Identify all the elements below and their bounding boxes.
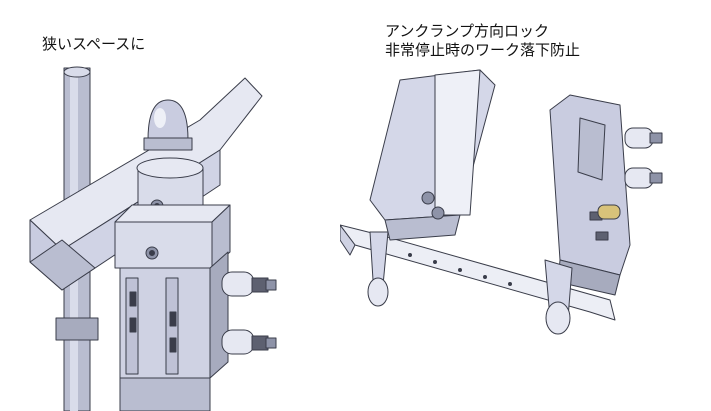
left-clamp-illustration xyxy=(29,66,277,411)
right-clamp xyxy=(544,94,631,335)
dome-cap xyxy=(143,99,193,151)
cylinder-body xyxy=(119,251,229,411)
left-caption: 狭いスペースに xyxy=(42,35,146,53)
right-caption: アンクランプ方向ロック 非常停止時のワーク落下防止 xyxy=(385,22,580,60)
brass-fitting xyxy=(597,204,621,220)
left-clamp xyxy=(367,69,496,307)
right-caption-line1: アンクランプ方向ロック xyxy=(385,22,549,40)
air-fitting-right-2 xyxy=(624,167,663,189)
right-clamp-illustration xyxy=(340,69,663,335)
mounting-block xyxy=(114,204,231,269)
air-fitting-right-1 xyxy=(624,127,663,149)
air-fitting-lower xyxy=(221,329,277,355)
air-fitting-upper xyxy=(221,271,277,297)
right-caption-line2: 非常停止時のワーク落下防止 xyxy=(385,41,581,59)
